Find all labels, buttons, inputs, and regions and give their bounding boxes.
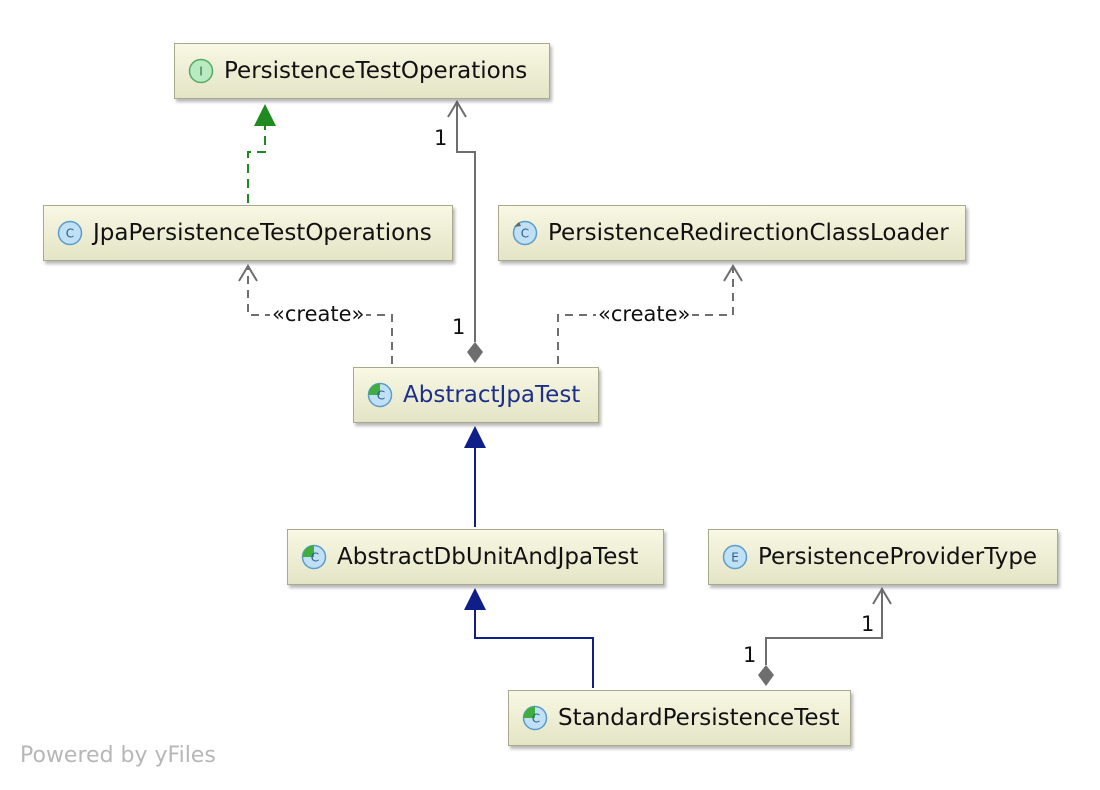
realization-arrowhead bbox=[254, 104, 276, 126]
realization-edge bbox=[247, 126, 266, 203]
node-standard-persistence-test[interactable]: C StandardPersistenceTest bbox=[508, 690, 851, 746]
node-persistence-provider-type[interactable]: E PersistenceProviderType bbox=[708, 529, 1058, 585]
multiplicity-provider-source: 1 bbox=[743, 643, 757, 667]
interface-icon-letter: I bbox=[199, 65, 203, 79]
powered-by-footer: Powered by yFiles bbox=[20, 743, 216, 768]
multiplicity-provider-target: 1 bbox=[861, 612, 875, 636]
class-name: AbstractDbUnitAndJpaTest bbox=[337, 544, 639, 570]
node-jpa-persistence-test-operations[interactable]: C JpaPersistenceTestOperations bbox=[43, 205, 453, 261]
class-name: PersistenceRedirectionClassLoader bbox=[548, 220, 949, 246]
abstract-class-icon-letter: C bbox=[377, 389, 385, 403]
interface-icon: I bbox=[188, 58, 214, 84]
abstract-class-icon: C bbox=[367, 382, 393, 408]
aggregation-open-arrowhead-provider bbox=[872, 587, 892, 605]
class-name: PersistenceTestOperations bbox=[224, 58, 528, 84]
enum-icon-letter: E bbox=[731, 551, 739, 565]
class-name: JpaPersistenceTestOperations bbox=[93, 220, 432, 246]
abstract-class-icon: C bbox=[522, 705, 548, 731]
node-abstract-db-unit-and-jpa-test[interactable]: C AbstractDbUnitAndJpaTest bbox=[287, 529, 664, 585]
enum-icon: E bbox=[722, 544, 748, 570]
create-stereotype-right: «create» bbox=[596, 302, 693, 326]
inheritance-edge-lower bbox=[474, 610, 594, 688]
class-icon-letter: C bbox=[66, 227, 74, 241]
class-name: StandardPersistenceTest bbox=[558, 705, 840, 731]
multiplicity-ops-source: 1 bbox=[452, 315, 466, 339]
aggregation-diamond-provider bbox=[758, 665, 774, 686]
create-dependency-edge-left bbox=[247, 266, 393, 364]
class-icon: C bbox=[57, 220, 83, 246]
abstract-class-icon-letter: C bbox=[532, 712, 540, 726]
aggregation-open-arrowhead bbox=[447, 100, 467, 118]
inheritance-arrowhead-upper bbox=[464, 426, 486, 448]
abstract-class-icon-letter: C bbox=[311, 551, 319, 565]
class-name: PersistenceProviderType bbox=[758, 544, 1038, 570]
class-name: AbstractJpaTest bbox=[403, 382, 581, 408]
dependency-open-arrowhead-right bbox=[723, 264, 743, 282]
dependency-open-arrowhead-left bbox=[238, 264, 258, 282]
multiplicity-ops-target: 1 bbox=[434, 126, 448, 150]
aggregation-diamond bbox=[467, 342, 483, 363]
inheritance-arrowhead-lower bbox=[464, 588, 486, 610]
class-icon: C bbox=[512, 220, 538, 246]
class-icon-letter: C bbox=[521, 227, 529, 241]
abstract-class-icon: C bbox=[301, 544, 327, 570]
node-persistence-redirection-class-loader[interactable]: C PersistenceRedirectionClassLoader bbox=[498, 205, 966, 261]
aggregation-edge-operations bbox=[456, 102, 476, 342]
node-persistence-test-operations[interactable]: I PersistenceTestOperations bbox=[174, 43, 550, 99]
create-stereotype-left: «create» bbox=[270, 302, 367, 326]
aggregation-edge-provider bbox=[765, 589, 883, 665]
node-abstract-jpa-test[interactable]: C AbstractJpaTest bbox=[353, 367, 599, 423]
